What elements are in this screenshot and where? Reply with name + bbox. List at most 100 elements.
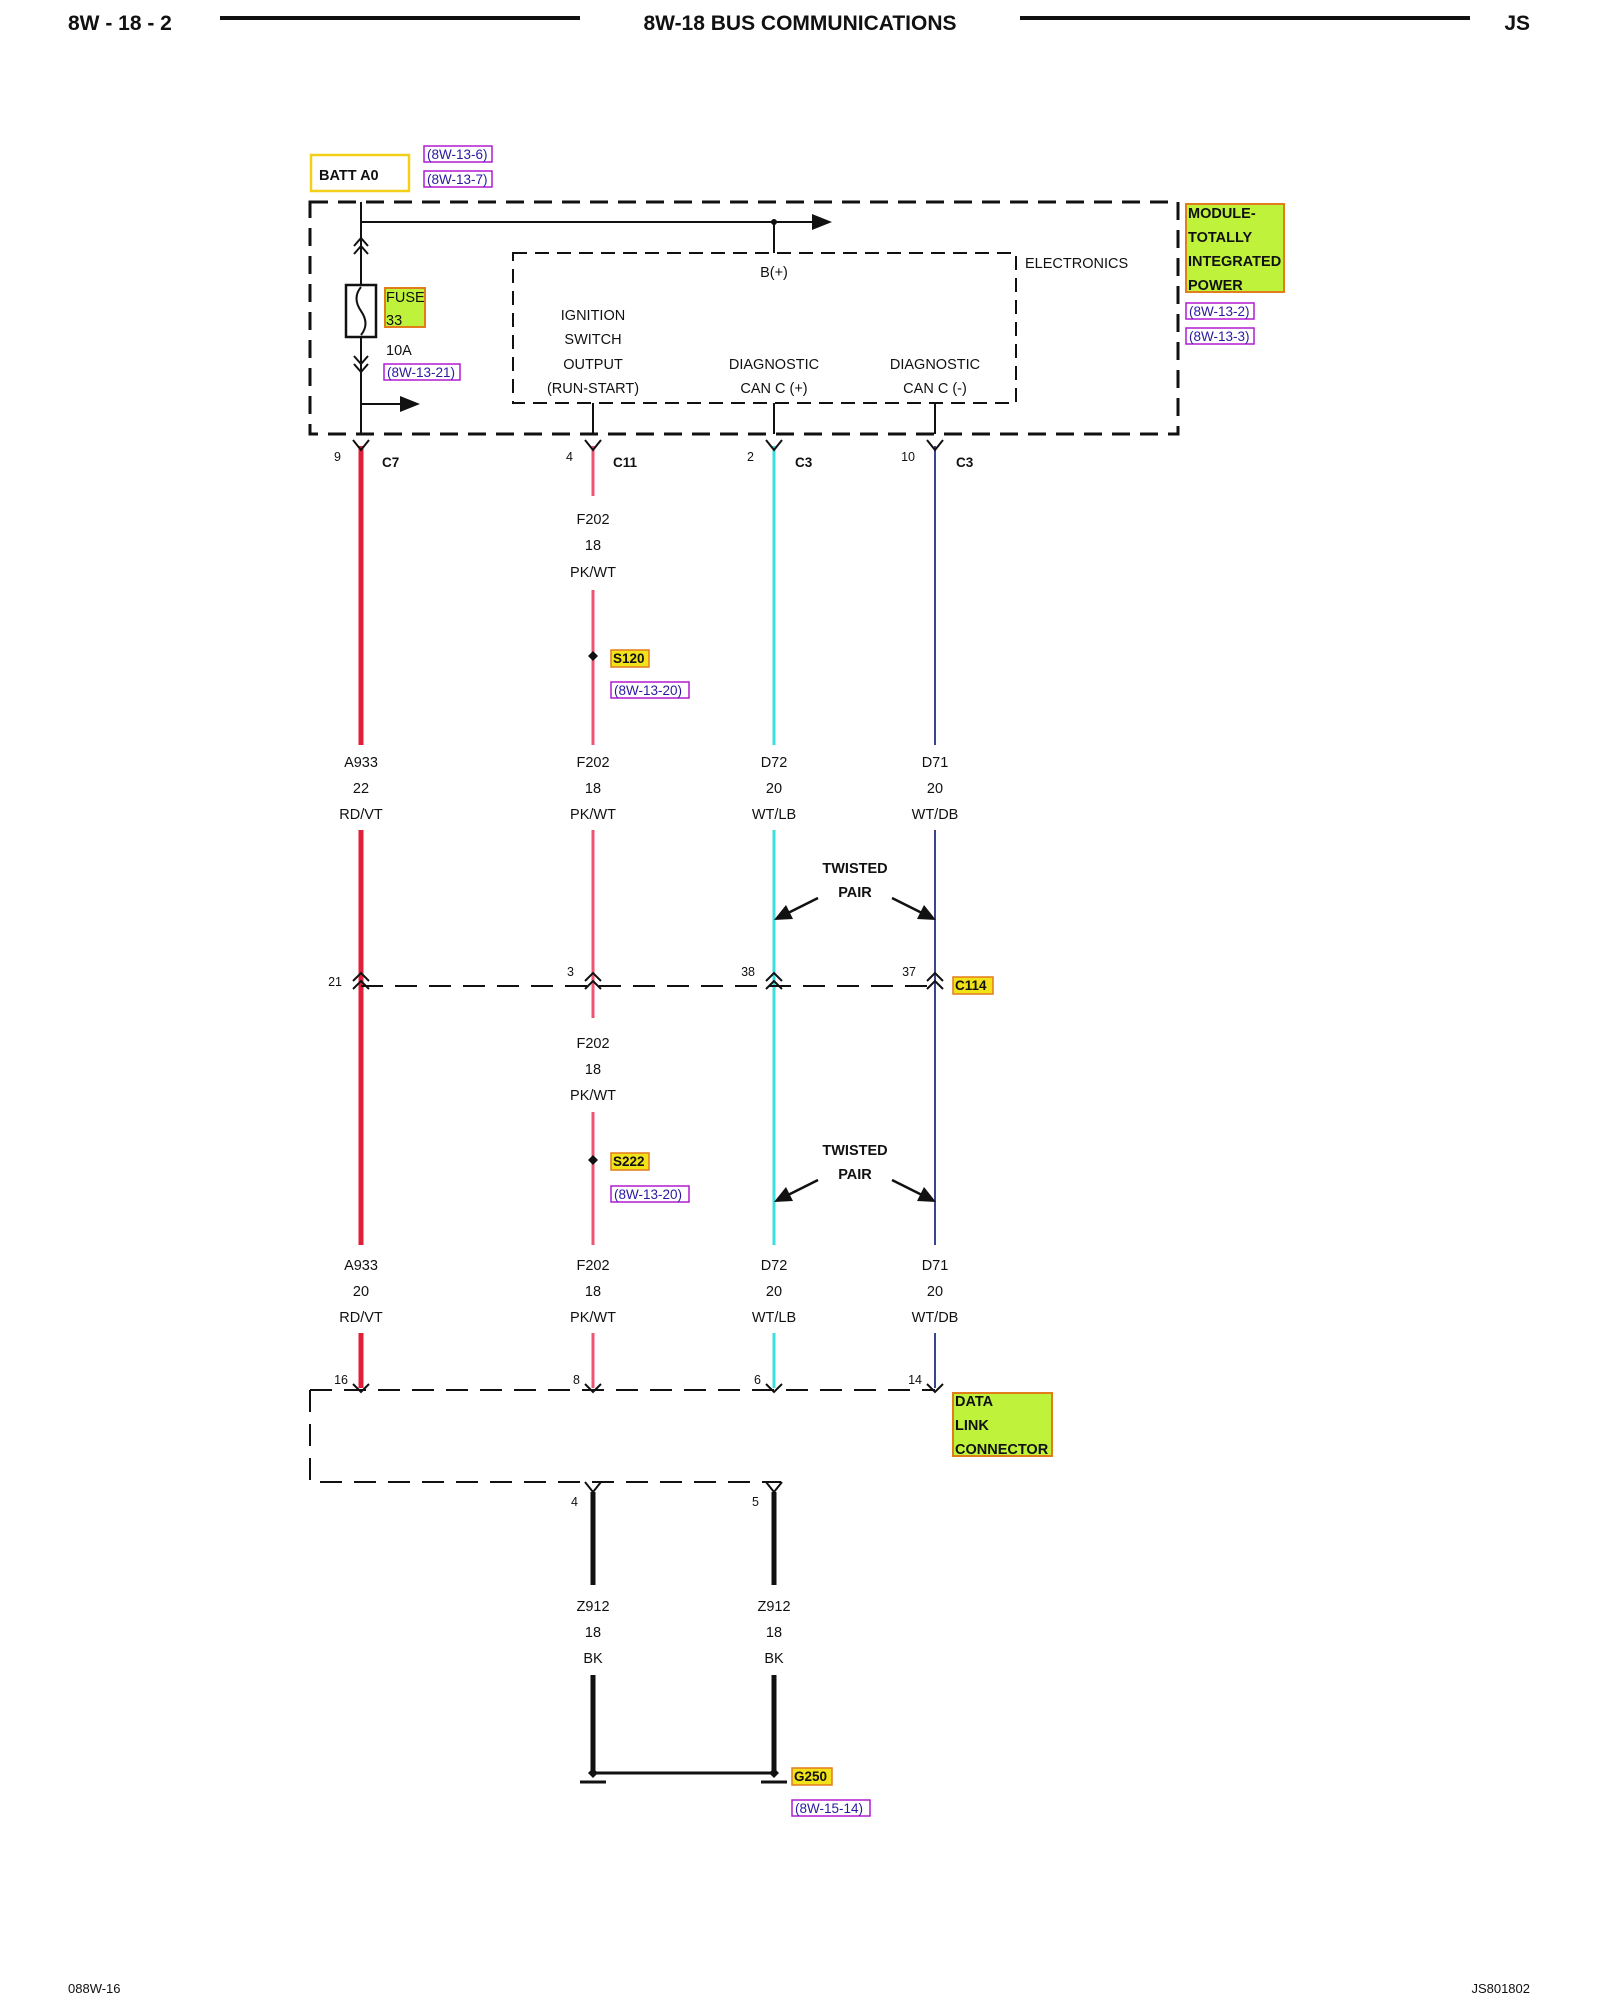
pin-number: 14 <box>908 1373 922 1387</box>
wire-label: 18 <box>585 1062 601 1078</box>
splice-id[interactable]: S120 <box>613 651 645 666</box>
module-ref-1[interactable]: (8W-13-2) <box>1189 304 1250 319</box>
batt-label: BATT A0 <box>319 168 379 184</box>
wire-label: PK/WT <box>570 565 616 581</box>
ref-box <box>383 363 461 381</box>
page-number: 8W - 18 - 2 <box>68 12 172 35</box>
wire-label: RD/VT <box>339 807 383 823</box>
wire-label: 20 <box>766 781 782 797</box>
fuse-highlight <box>384 287 426 328</box>
ign-label-line: IGNITION <box>561 308 625 324</box>
fuse-number[interactable]: 33 <box>386 313 402 329</box>
wire-label: WT/LB <box>752 807 796 823</box>
wire-label: D72 <box>761 1258 788 1274</box>
dlc-highlight <box>952 1392 1053 1457</box>
wire-label: 20 <box>927 1284 943 1300</box>
wire-label: D72 <box>761 755 788 771</box>
wire-label: 18 <box>585 781 601 797</box>
model-code: JS <box>1504 12 1530 35</box>
module-name-line[interactable]: TOTALLY <box>1188 230 1253 246</box>
twisted-pair-label: PAIR <box>838 1167 872 1183</box>
module-name-line[interactable]: POWER <box>1188 278 1243 294</box>
dlc-name-line[interactable]: LINK <box>955 1418 989 1434</box>
ign-label-line: (RUN-START) <box>547 381 639 397</box>
diag-neg-label: DIAGNOSTIC <box>890 357 980 373</box>
pin-number: 8 <box>573 1373 580 1387</box>
splice-id[interactable]: S222 <box>613 1154 645 1169</box>
diag-neg-label: CAN C (-) <box>903 381 967 397</box>
pin-number: 9 <box>334 450 341 464</box>
twisted-pair-label: PAIR <box>838 885 872 901</box>
arrow-icon <box>774 905 793 920</box>
batt-ref-2[interactable]: (8W-13-7) <box>427 172 488 187</box>
wire-label: 22 <box>353 781 369 797</box>
electronics-label: ELECTRONICS <box>1025 256 1128 272</box>
top-terminals <box>352 439 944 452</box>
dlc-terminals <box>352 1383 944 1494</box>
pin-number: 5 <box>752 1495 759 1509</box>
pin-number: 21 <box>328 975 342 989</box>
module-name-line[interactable]: INTEGRATED <box>1188 254 1281 270</box>
splice-ref[interactable]: (8W-13-20) <box>614 683 682 698</box>
dlc-boundary <box>309 1390 781 1483</box>
batt-ref-1[interactable]: (8W-13-6) <box>427 147 488 162</box>
wire-label: F202 <box>576 1036 609 1052</box>
dlc-name-line[interactable]: CONNECTOR <box>955 1442 1049 1458</box>
wire-label: 18 <box>766 1625 782 1641</box>
wire-label: F202 <box>576 755 609 771</box>
wire-label: 18 <box>585 538 601 554</box>
wire-label: Z912 <box>576 1599 609 1615</box>
ground-point <box>588 1768 598 1778</box>
electronics-boundary <box>512 252 1017 404</box>
pin-number: 4 <box>571 1495 578 1509</box>
fuse-rating: 10A <box>386 343 412 359</box>
low-wire-labels: A933 20 RD/VT F202 18 PK/WT D72 20 WT/LB… <box>339 1258 958 1326</box>
ign-label-line: SWITCH <box>564 332 621 348</box>
footer-right: JS801802 <box>1471 1981 1530 1996</box>
ref-box <box>1185 302 1255 320</box>
pin-number: 2 <box>747 450 754 464</box>
wire-label: BK <box>764 1651 784 1667</box>
ground-highlight <box>791 1767 833 1786</box>
dlc-name-line[interactable]: DATA <box>955 1394 994 1410</box>
module-boundary <box>308 200 1180 436</box>
ground-id[interactable]: G250 <box>794 1769 827 1784</box>
wire-label: F202 <box>576 1258 609 1274</box>
splice-ref[interactable]: (8W-13-20) <box>614 1187 682 1202</box>
mid-wire-labels: A933 22 RD/VT F202 18 PK/WT D72 20 WT/LB… <box>339 755 958 823</box>
wire-label: WT/DB <box>912 1310 959 1326</box>
pin-number: 3 <box>567 965 574 979</box>
batt-box <box>309 153 411 193</box>
wire-label: WT/LB <box>752 1310 796 1326</box>
wire-label: 20 <box>353 1284 369 1300</box>
connector-id[interactable]: C114 <box>955 978 987 993</box>
connector-id: C7 <box>382 455 399 470</box>
wire-label: D71 <box>922 755 949 771</box>
wire-label: PK/WT <box>570 1088 616 1104</box>
module-ref-2[interactable]: (8W-13-3) <box>1189 329 1250 344</box>
module-name-line[interactable]: MODULE- <box>1188 206 1256 222</box>
wire-label: A933 <box>344 1258 378 1274</box>
pin-number: 37 <box>902 965 916 979</box>
fuse-ref[interactable]: (8W-13-21) <box>387 365 455 380</box>
footer-left: 088W-16 <box>68 1981 121 1996</box>
ref-box <box>791 1799 871 1817</box>
wire-label: 18 <box>585 1284 601 1300</box>
ground-point <box>769 1768 779 1778</box>
pin-number: 4 <box>566 450 573 464</box>
ref-box <box>423 170 493 188</box>
twisted-pair-label: TWISTED <box>822 1143 887 1159</box>
wire-label: D71 <box>922 1258 949 1274</box>
wire-label: BK <box>583 1651 603 1667</box>
pin-number: 6 <box>754 1373 761 1387</box>
ground-ref[interactable]: (8W-15-14) <box>795 1801 863 1816</box>
wire-label: PK/WT <box>570 807 616 823</box>
wire-label: WT/DB <box>912 807 959 823</box>
splice-icon <box>588 651 598 661</box>
ref-box <box>610 1185 690 1203</box>
c114-terminals <box>352 971 944 990</box>
wire-label: F202 <box>576 512 609 528</box>
diag-pos-label: CAN C (+) <box>740 381 807 397</box>
fuse-label[interactable]: FUSE <box>386 290 425 306</box>
